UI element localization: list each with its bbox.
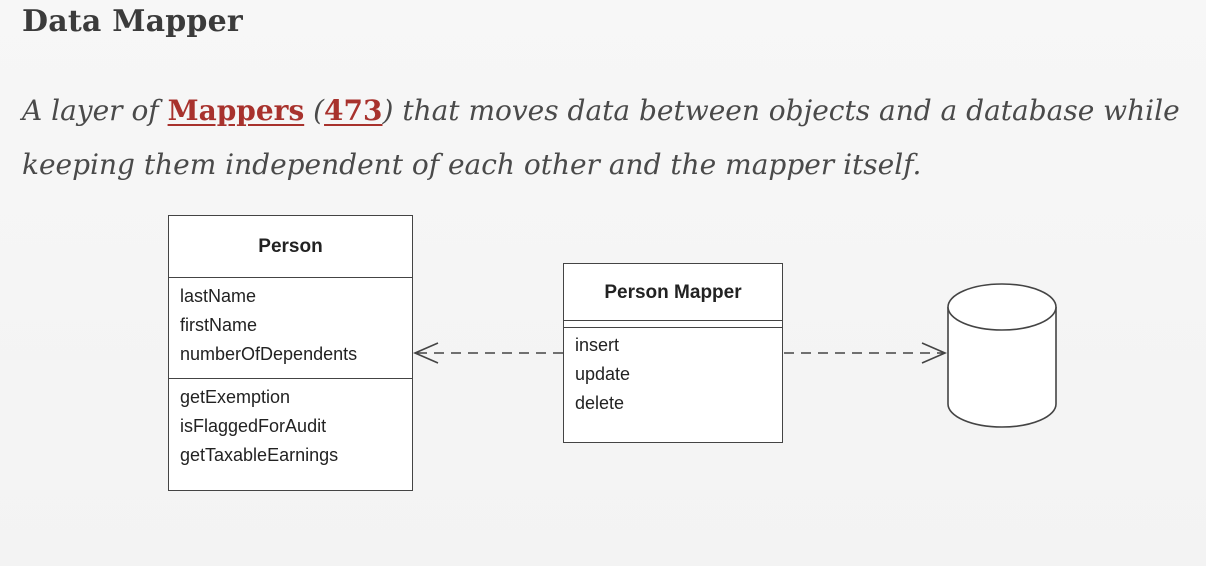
mapper-class-name: Person Mapper [564,264,782,321]
mappers-link[interactable]: Mappers [167,94,305,127]
description-suffix: that moves data between objects and a da… [22,94,1180,181]
page-title: Data Mapper [22,4,243,39]
operation-item: update [575,364,631,384]
operation-item: isFlaggedForAudit [180,416,327,436]
person-operations: getExemption isFlaggedForAudit getTaxabl… [169,379,412,470]
person-class-name: Person [169,216,412,278]
person-arrowhead [412,342,439,364]
database-icon [947,283,1057,428]
paren-close: ) [382,94,394,127]
mapper-operations: insert update delete [564,328,782,418]
pattern-description: A layer of Mappers (473) that moves data… [22,84,1192,192]
person-class: Person lastName firstName numberOfDepend… [168,215,413,491]
operation-item: insert [575,335,620,355]
person-mapper-class: Person Mapper insert update delete [563,263,783,443]
paren-open: ( [304,94,325,127]
attribute-item: numberOfDependents [180,344,358,364]
operation-item: getTaxableEarnings [180,445,339,465]
mapper-attributes [564,321,782,328]
operation-item: delete [575,393,625,413]
page-ref-link[interactable]: 473 [324,94,383,127]
attribute-item: lastName [180,286,257,306]
operation-item: getExemption [180,387,291,407]
person-attributes: lastName firstName numberOfDependents [169,278,412,379]
attribute-item: firstName [180,315,258,335]
database-arrowhead [921,342,948,364]
description-prefix: A layer of [22,94,168,127]
